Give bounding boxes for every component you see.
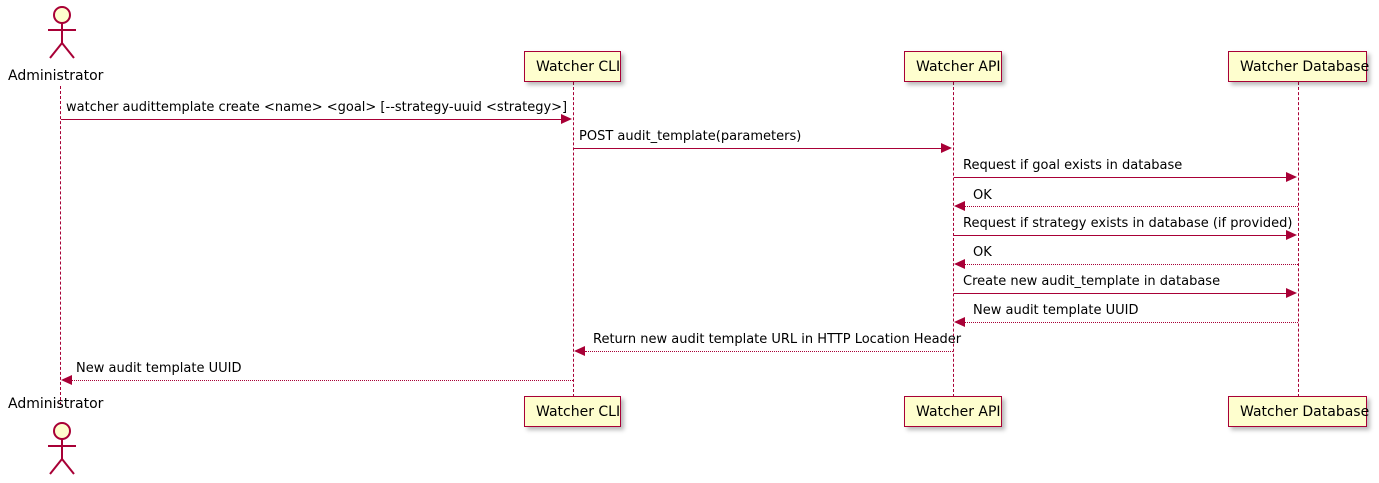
- lifeline-watcher-cli: [573, 82, 574, 397]
- message-line-8: [585, 351, 953, 352]
- actor-label-administrator-top: Administrator: [8, 68, 104, 84]
- message-label-7: New audit template UUID: [973, 303, 1139, 318]
- message-label-2: Request if goal exists in database: [963, 158, 1183, 173]
- message-arrowhead-2: [1286, 172, 1297, 182]
- participant-watcher-db-top[interactable]: Watcher Database: [1228, 51, 1369, 82]
- message-line-6: [954, 293, 1287, 294]
- message-line-3: [965, 206, 1298, 207]
- participant-watcher-db-bottom[interactable]: Watcher Database: [1228, 396, 1369, 427]
- participant-watcher-cli-top[interactable]: Watcher CLI: [524, 51, 621, 82]
- message-arrowhead-0: [561, 114, 572, 124]
- actor-label-administrator-bottom: Administrator: [8, 396, 104, 412]
- message-label-1: POST audit_template(parameters): [579, 129, 802, 144]
- participant-watcher-api-bottom[interactable]: Watcher API: [904, 396, 1002, 427]
- message-arrowhead-3: [954, 201, 965, 211]
- message-label-9: New audit template UUID: [76, 361, 242, 376]
- message-arrowhead-7: [954, 317, 965, 327]
- message-arrowhead-5: [954, 259, 965, 269]
- lifeline-watcher-api: [953, 82, 954, 397]
- message-line-0: [61, 119, 562, 120]
- message-arrowhead-1: [941, 143, 952, 153]
- message-line-2: [954, 177, 1287, 178]
- message-line-4: [954, 235, 1287, 236]
- participant-watcher-cli-bottom[interactable]: Watcher CLI: [524, 396, 621, 427]
- message-arrowhead-4: [1286, 230, 1297, 240]
- message-arrowhead-8: [574, 346, 585, 356]
- message-line-9: [72, 380, 573, 381]
- message-label-4: Request if strategy exists in database (…: [963, 216, 1293, 231]
- message-label-8: Return new audit template URL in HTTP Lo…: [593, 332, 962, 347]
- actor-administrator-bottom: [37, 420, 83, 476]
- message-label-6: Create new audit_template in database: [963, 274, 1221, 289]
- message-line-7: [965, 322, 1298, 323]
- message-label-3: OK: [973, 188, 992, 203]
- lifeline-administrator: [60, 86, 61, 405]
- message-arrowhead-9: [61, 375, 72, 385]
- message-line-1: [574, 148, 942, 149]
- message-label-0: watcher audittemplate create <name> <goa…: [66, 100, 568, 115]
- participant-watcher-api-top[interactable]: Watcher API: [904, 51, 1002, 82]
- message-arrowhead-6: [1286, 288, 1297, 298]
- lifeline-watcher-db: [1298, 82, 1299, 397]
- message-label-5: OK: [973, 245, 992, 260]
- actor-administrator-top: [37, 4, 83, 60]
- message-line-5: [965, 264, 1298, 265]
